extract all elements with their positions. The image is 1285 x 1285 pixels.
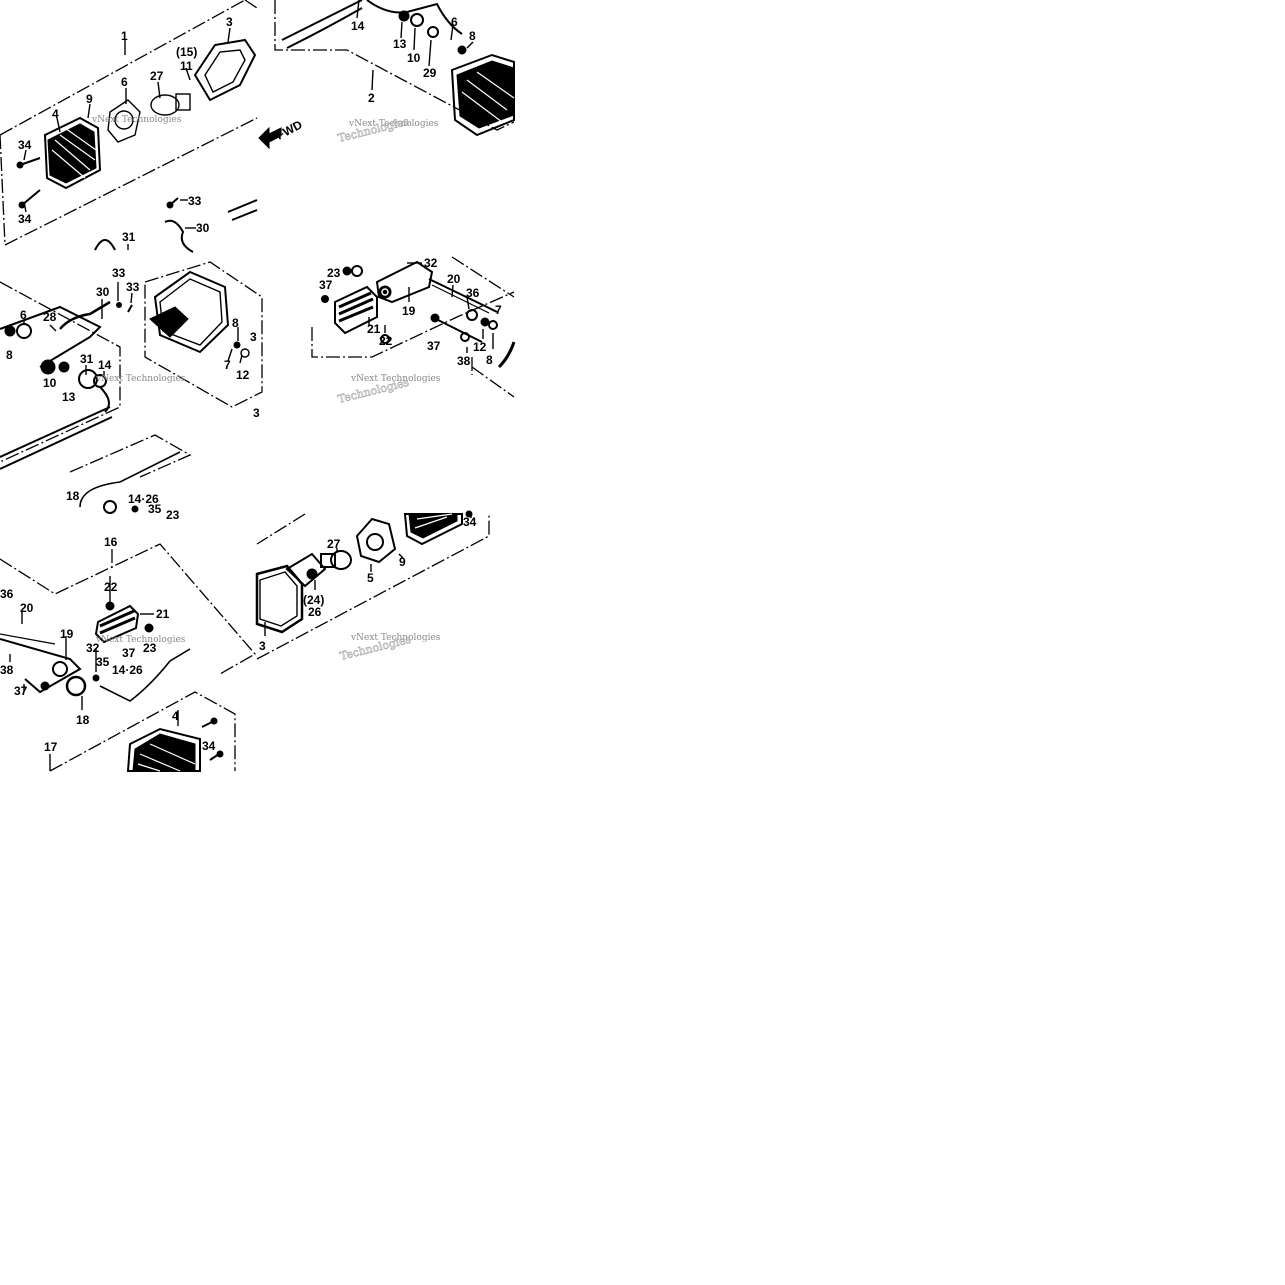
callout: 21 xyxy=(367,322,381,336)
callout: 30 xyxy=(196,221,210,235)
callout: 26 xyxy=(308,605,322,619)
callout: 36 xyxy=(0,587,14,601)
callout: 35 xyxy=(96,655,110,669)
callout: 3 xyxy=(226,15,233,29)
callout: 12 xyxy=(236,368,250,382)
callout: 29 xyxy=(423,66,437,80)
callout: 6 xyxy=(20,308,27,322)
rear-stay-drawing: 32 23 20 37 36 19 21 22 37 12 38 8 7 vNe… xyxy=(311,256,516,406)
callout: 34 xyxy=(18,138,32,152)
watermark: vNext Technologies xyxy=(95,374,186,384)
callout: 13 xyxy=(62,390,76,404)
callout: 10 xyxy=(43,376,57,390)
tile-rear-right-signal: 34 27 (24) 26 5 9 3 vNext Technologies T… xyxy=(255,510,514,771)
tile-front-left-signal: 1 3 (15) 11 27 6 9 4 34 34 33 30 31 vNex… xyxy=(0,0,258,257)
watermark: vNext Technologies xyxy=(350,374,441,384)
callout: 13 xyxy=(393,37,407,51)
callout: (24) xyxy=(303,593,324,607)
lens-part xyxy=(126,727,201,772)
callout: 19 xyxy=(402,304,416,318)
rear-left-signal-drawing: 16 22 21 36 20 19 37 23 32 35 14·26 38 3… xyxy=(0,535,257,772)
fwd-label: FWD xyxy=(274,117,305,142)
tile-rear-stay: 32 23 20 37 36 19 21 22 37 12 38 8 7 vNe… xyxy=(257,256,516,514)
callout: 3 xyxy=(253,406,260,420)
callout: 20 xyxy=(20,601,34,615)
front-stay-drawing: 33 33 30 28 6 8 31 14 10 13 8 3 7 12 3 v… xyxy=(0,261,263,514)
callout: 6 xyxy=(451,15,458,29)
tile-rear-left-signal: 16 22 21 36 20 19 37 23 32 35 14·26 38 3… xyxy=(0,514,257,772)
callout: 12 xyxy=(473,340,487,354)
callout: 27 xyxy=(327,537,341,551)
callout: 22 xyxy=(379,334,393,348)
callout: 22 xyxy=(104,580,118,594)
front-left-signal-drawing: 1 3 (15) 11 27 6 9 4 34 34 33 30 31 vNex… xyxy=(0,0,258,253)
callout: 28 xyxy=(43,310,57,324)
callout: 18 xyxy=(76,713,90,727)
tile-front-stay: 33 33 30 28 6 8 31 14 10 13 8 3 7 12 3 v… xyxy=(0,257,263,514)
callout: 31 xyxy=(122,230,136,244)
callout: 4 xyxy=(52,107,59,121)
callout: 9 xyxy=(399,555,406,569)
front-right-signal-drawing: FWD 14 13 10 29 6 8 2 vNext Technologies… xyxy=(258,0,515,150)
rubber-pad-part xyxy=(334,285,378,335)
callout: 2 xyxy=(368,91,375,105)
callout: 38 xyxy=(457,354,471,368)
callout: 8 xyxy=(469,29,476,43)
watermark: vNext Technologies xyxy=(91,115,182,125)
callout: 33 xyxy=(188,194,202,208)
callout: 3 xyxy=(250,330,257,344)
callout: 23 xyxy=(143,641,157,655)
callout: 32 xyxy=(424,256,438,270)
callout: 37 xyxy=(122,646,136,660)
callout: 3 xyxy=(259,639,266,653)
callout: 21 xyxy=(156,607,170,621)
callout: 20 xyxy=(447,272,461,286)
callout: 14·26 xyxy=(112,663,143,677)
callout: 34 xyxy=(463,515,477,529)
lens-part xyxy=(43,116,102,190)
watermark: vNext Technologies xyxy=(348,119,439,129)
callout: 32 xyxy=(86,641,100,655)
fwd-arrow-icon xyxy=(258,126,282,150)
callout: 19 xyxy=(60,627,74,641)
callout: 36 xyxy=(466,286,480,300)
callout: 11 xyxy=(180,59,193,73)
callout: 37 xyxy=(427,339,441,353)
callout: 34 xyxy=(202,739,216,753)
callout: 38 xyxy=(0,663,14,677)
callout: 37 xyxy=(14,684,28,698)
tile-front-right-signal: FWD 14 13 10 29 6 8 2 vNext Technologies… xyxy=(257,0,515,257)
callout: (15) xyxy=(176,45,197,59)
callout: 14 xyxy=(98,358,112,372)
callout: 7 xyxy=(224,358,231,372)
callout: 34 xyxy=(18,212,32,226)
callout: 8 xyxy=(6,348,13,362)
callout: 23 xyxy=(327,266,341,280)
callout: 33 xyxy=(126,280,140,294)
callout: 37 xyxy=(319,278,333,292)
watermark: vNext Technologies xyxy=(350,633,441,643)
callout: 10 xyxy=(407,51,421,65)
callout: 16 xyxy=(104,535,118,549)
callout: 17 xyxy=(44,740,58,754)
callout: 7 xyxy=(495,303,502,317)
callout: 8 xyxy=(486,353,493,367)
lens-part xyxy=(450,53,515,137)
callout: 27 xyxy=(150,69,164,83)
callout: 30 xyxy=(96,285,110,299)
callout: 31 xyxy=(80,352,94,366)
callout: 6 xyxy=(121,75,128,89)
callout: 8 xyxy=(232,316,239,330)
callout: 1 xyxy=(121,29,128,43)
rear-right-signal-drawing: 34 27 (24) 26 5 9 3 vNext Technologies T… xyxy=(255,510,490,663)
callout: 14 xyxy=(351,19,365,33)
callout: 9 xyxy=(86,92,93,106)
callout: 4 xyxy=(172,709,179,723)
callout: 33 xyxy=(112,266,126,280)
lens-part xyxy=(403,513,463,546)
callout: 5 xyxy=(367,571,374,585)
watermark: vNext Technologies xyxy=(95,635,186,645)
